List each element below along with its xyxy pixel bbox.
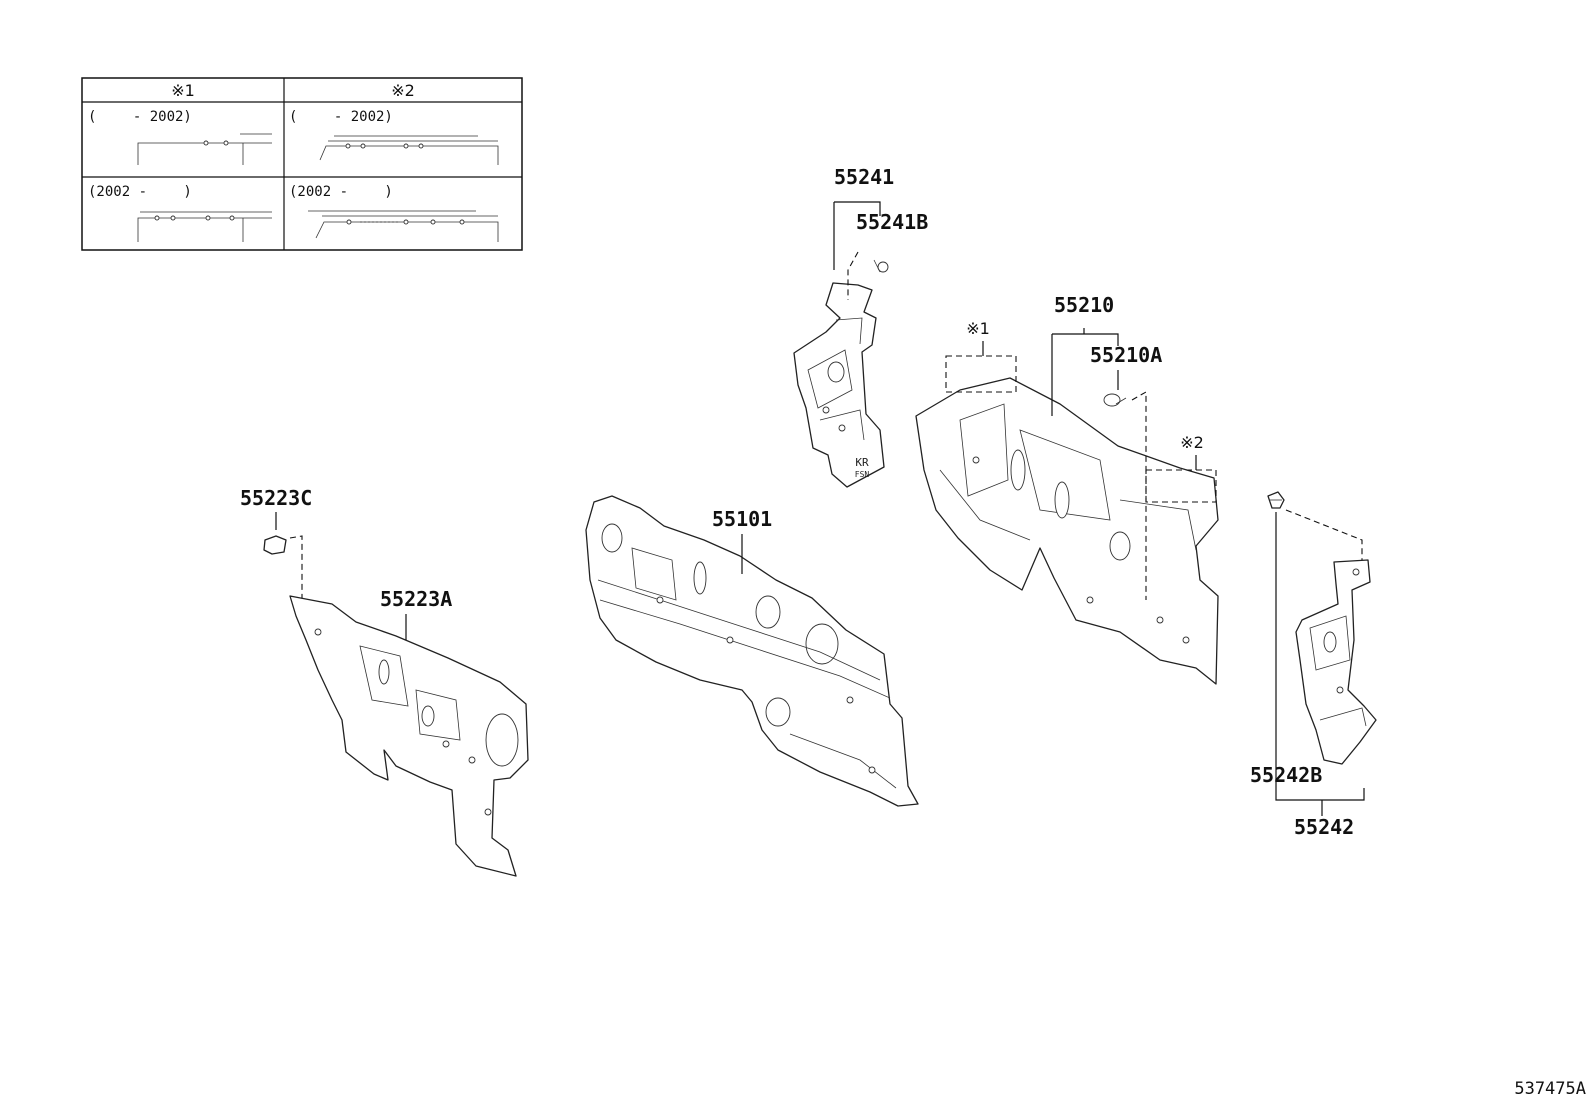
clip-55210A	[1103, 393, 1127, 407]
insulator-55223A	[289, 595, 529, 877]
insulator-55210	[915, 377, 1219, 685]
section-sketch-1-2	[319, 135, 499, 165]
part-number-55101: 55101	[712, 507, 772, 531]
dash-panel-55101	[585, 495, 919, 807]
part-number-55241: 55241	[834, 165, 894, 189]
callout-mark-1: ※1	[966, 319, 990, 338]
table-cell-1-1: ( - 2002)	[88, 109, 192, 125]
svg-text:FSN: FSN	[855, 470, 870, 479]
bracket-stamp: KR	[855, 456, 869, 469]
part-number-55223C: 55223C	[240, 486, 312, 510]
section-sketch-2-2	[308, 210, 499, 242]
table-header-1: ※1	[171, 81, 195, 100]
table-cell-2-2: (2002 - )	[289, 184, 393, 200]
part-number-55242B: 55242B	[1250, 763, 1322, 787]
clip-55223C	[263, 535, 287, 555]
clip-55242B	[1267, 491, 1285, 509]
bracket-55242	[1295, 559, 1377, 765]
variant-table: ※1 ※2 ( - 2002) ( - 2002) (2002 - ) (200…	[81, 77, 523, 251]
diagram-id: 537475A	[1514, 1079, 1586, 1099]
part-number-55223A: 55223A	[380, 587, 452, 611]
callout-box-2	[1145, 469, 1217, 503]
table-cell-1-2: ( - 2002)	[289, 109, 393, 125]
part-number-55241B: 55241B	[856, 210, 928, 234]
bracket-55241: KR FSN	[793, 259, 889, 488]
section-sketch-1-1	[137, 133, 272, 165]
section-sketch-2-1	[137, 211, 272, 242]
callout-box-1	[945, 355, 1017, 393]
table-cell-2-1: (2002 - )	[88, 184, 192, 200]
part-number-55210: 55210	[1054, 293, 1114, 317]
callout-mark-2: ※2	[1180, 433, 1204, 452]
part-number-55210A: 55210A	[1090, 343, 1162, 367]
part-number-55242: 55242	[1294, 815, 1354, 839]
table-header-2: ※2	[391, 81, 415, 100]
